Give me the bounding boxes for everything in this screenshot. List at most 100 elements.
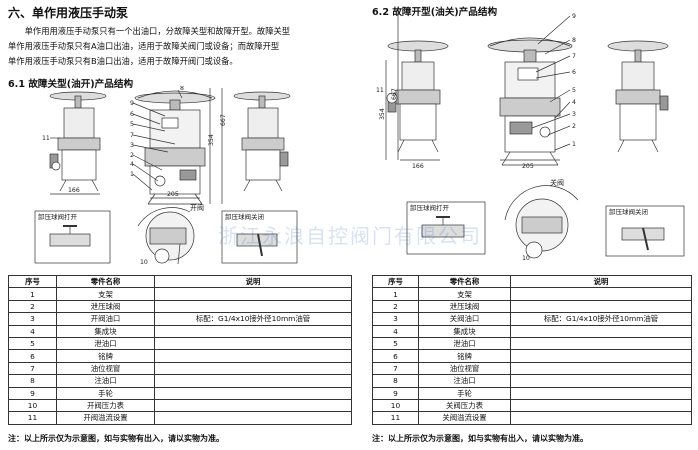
description-cell: 标配：G1/4x10接外径10mm油管 <box>510 312 692 326</box>
part-name-cell: 手轮 <box>56 386 155 400</box>
description-cell <box>154 374 352 388</box>
description-cell <box>154 411 352 425</box>
left-callout-4: 4 <box>130 161 134 168</box>
description-cell <box>154 299 352 314</box>
part-name-cell: 铭牌 <box>418 349 511 363</box>
part-name-cell: 泄压球阀 <box>418 299 511 314</box>
index-cell: 4 <box>8 324 57 338</box>
index-cell: 2 <box>8 299 57 314</box>
right-dim-667: 667 <box>391 88 398 100</box>
right-callout-1: 1 <box>572 141 576 148</box>
part-name-cell: 铭牌 <box>56 349 155 363</box>
right-callout-3: 3 <box>572 111 576 118</box>
index-cell: 7 <box>8 361 57 376</box>
part-name-cell: 关阀油口 <box>418 312 511 326</box>
intro-paragraph: 单作用用液压手动泵只有一个出油口，分故障关型和故障开型。故障关型 单作用液压手动… <box>8 24 353 70</box>
part-name-cell: 注油口 <box>56 374 155 388</box>
index-cell: 11 <box>8 411 57 425</box>
part-name-cell: 泄油口 <box>56 336 155 351</box>
description-cell <box>510 324 692 338</box>
intro-line-3: 单作用液压手动泵只有B油口出油，适用于故障开阀门或设备。 <box>8 56 238 67</box>
part-name-cell: 泄油口 <box>418 336 511 351</box>
index-cell: 6 <box>8 349 57 363</box>
right-dim-354: 354 <box>379 108 386 120</box>
left-drawing: 9 6 5 7 3 2 4 1 8 11 10 354 667 205 166 … <box>34 86 298 266</box>
right-side-pump-b <box>607 40 669 153</box>
right-callout-9: 9 <box>572 13 576 20</box>
index-cell: 10 <box>8 398 57 413</box>
left-heading: 6.1 故障关型(油开)产品结构 <box>8 79 134 90</box>
index-cell: 4 <box>372 324 419 338</box>
index-cell: 1 <box>8 287 57 301</box>
right-valve-close-label: 关阀 <box>550 178 564 187</box>
index-cell: 3 <box>372 312 419 326</box>
left-callout-10: 10 <box>140 259 148 266</box>
index-cell: 9 <box>372 386 419 400</box>
right-box-unload-open: 卸压球阀打开 <box>410 203 450 212</box>
left-callout-8: 8 <box>180 86 184 92</box>
intro-line-2: 单作用液压手动泵只有A油口出油，适用于故障关阀门或设备；而故障开型 <box>8 41 280 52</box>
left-valve-open-label: 开阀 <box>190 203 204 212</box>
part-name-cell: 集成块 <box>418 324 511 338</box>
right-note: 注：以上所示仅为示意图，如与实物有出入，请以实物为准。 <box>372 434 588 443</box>
right-side-pump-a <box>386 40 449 153</box>
description-cell <box>154 386 352 400</box>
header-index: 序号 <box>8 274 57 289</box>
description-cell <box>154 398 352 413</box>
description-cell <box>510 411 692 425</box>
left-dim-667: 667 <box>220 114 227 126</box>
left-side-pump-b <box>233 91 291 192</box>
left-callout-3: 3 <box>130 142 134 149</box>
header-description: 说明 <box>510 274 692 289</box>
index-cell: 3 <box>8 312 57 326</box>
left-box-unload-open: 卸压球阀打开 <box>38 212 78 221</box>
intro-line-1: 单作用用液压手动泵只有一个出油口，分故障关型和故障开型。故障关型 <box>24 26 291 36</box>
right-table-header-row: 序号 零件名称 说明 <box>372 274 692 289</box>
part-name-cell: 油位视窗 <box>418 361 511 376</box>
index-cell: 8 <box>8 374 57 388</box>
part-name-cell: 关阀压力表 <box>418 398 511 413</box>
left-callout-11: 11 <box>42 135 50 142</box>
index-cell: 1 <box>372 287 419 301</box>
index-cell: 2 <box>372 299 419 314</box>
description-cell <box>154 287 352 301</box>
index-cell: 9 <box>8 386 57 400</box>
index-cell: 7 <box>372 361 419 376</box>
left-table-header-row: 序号 零件名称 说明 <box>8 274 352 289</box>
part-name-cell: 手轮 <box>418 386 511 400</box>
right-dim-166: 166 <box>412 163 424 170</box>
left-callout-9: 9 <box>130 100 134 107</box>
description-cell <box>154 324 352 338</box>
left-dim-354: 354 <box>208 134 215 146</box>
description-cell <box>510 374 692 388</box>
index-cell: 11 <box>372 411 419 425</box>
part-name-cell: 泄压球阀 <box>56 299 155 314</box>
right-callout-6: 6 <box>572 69 576 76</box>
right-callout-2: 2 <box>572 123 576 130</box>
index-cell: 5 <box>372 336 419 351</box>
part-name-cell: 开阀溢流设置 <box>56 411 155 425</box>
part-name-cell: 集成块 <box>56 324 155 338</box>
left-callout-6: 6 <box>130 111 134 118</box>
description-cell <box>510 299 692 314</box>
right-heading: 6.2 故障开型(油关)产品结构 <box>372 7 498 18</box>
description-cell <box>154 361 352 376</box>
header-part-name: 零件名称 <box>56 274 155 289</box>
header-index: 序号 <box>372 274 419 289</box>
